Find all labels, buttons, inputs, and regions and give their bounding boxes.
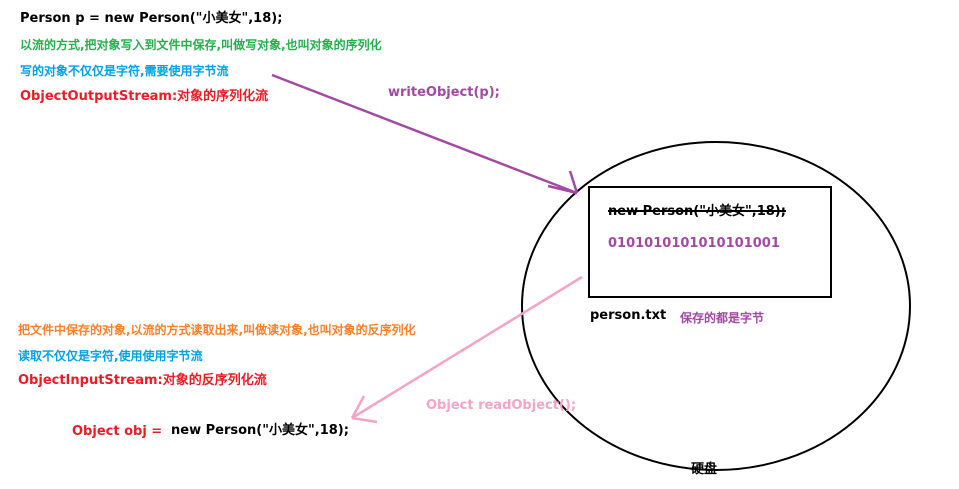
file-object-text: new Person("小美女",18); xyxy=(608,204,786,219)
deserialize-description-line-1: 把文件中保存的对象,以流的方式读取出来,叫做读对象,也叫对象的反序列化 xyxy=(18,323,416,337)
object-output-stream-label: ObjectOutputStream:对象的序列化流 xyxy=(20,89,269,104)
file-bytes-note: 保存的都是字节 xyxy=(680,311,765,325)
write-object-label: writeObject(p); xyxy=(388,85,500,100)
hard-disk-label: 硬盘 xyxy=(691,462,718,477)
read-object-arrow xyxy=(350,275,583,424)
result-value-text: new Person("小美女",18); xyxy=(171,423,349,438)
deserialize-description-line-2: 读取不仅仅是字符,使用使用字节流 xyxy=(18,349,203,363)
result-variable-label: Object obj = xyxy=(72,424,163,439)
file-name-label: person.txt xyxy=(590,308,667,323)
write-object-arrow xyxy=(271,73,579,195)
hard-disk-circle xyxy=(521,141,911,471)
file-bytes-text: 0101010101010101001 xyxy=(608,236,780,251)
object-input-stream-label: ObjectInputStream:对象的反序列化流 xyxy=(18,373,267,388)
read-object-label: Object readObject(); xyxy=(426,398,577,413)
serialize-description-line-2: 写的对象不仅仅是字符,需要使用字节流 xyxy=(20,64,229,78)
file-box xyxy=(588,186,832,298)
serialize-code-line: Person p = new Person("小美女",18); xyxy=(20,11,283,26)
serialize-description-line-1: 以流的方式,把对象写入到文件中保存,叫做写对象,也叫对象的序列化 xyxy=(20,38,382,52)
